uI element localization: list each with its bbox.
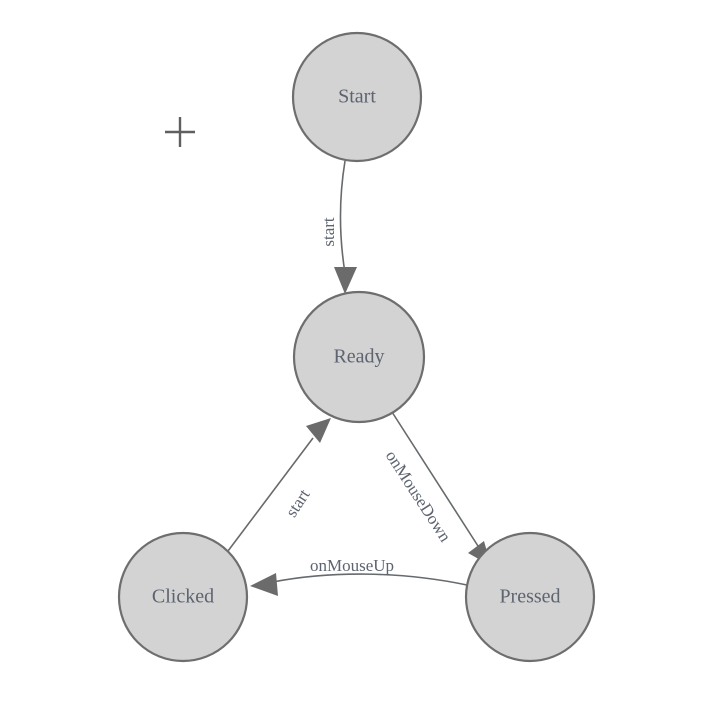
edge-start-to-ready-path <box>339 160 346 274</box>
node-clicked-circle[interactable] <box>117 531 249 663</box>
edge-ready-to-pressed[interactable]: onMouseDown <box>382 411 491 566</box>
edge-start-to-ready[interactable]: start <box>319 160 357 294</box>
edge-label-start-to-ready: start <box>319 217 338 247</box>
edge-pressed-to-clicked-arrowhead <box>250 573 278 596</box>
node-ready[interactable]: Ready <box>292 290 426 424</box>
edge-ready-to-pressed-path <box>391 411 479 547</box>
node-pressed-circle[interactable] <box>464 531 596 663</box>
edge-clicked-to-ready[interactable]: start <box>227 418 331 552</box>
edge-clicked-to-ready-path <box>227 437 314 552</box>
node-clicked[interactable]: Clicked <box>117 531 249 663</box>
edge-label-clicked-to-ready: start <box>282 485 314 520</box>
node-pressed-label: Pressed <box>499 586 560 608</box>
node-start-label: Start <box>338 86 376 108</box>
edge-pressed-to-clicked[interactable]: onMouseUp <box>250 556 468 596</box>
edge-label-ready-to-pressed: onMouseDown <box>382 447 455 546</box>
node-clicked-label: Clicked <box>152 586 214 608</box>
edge-clicked-to-ready-arrowhead <box>306 418 331 443</box>
crosshair-icon <box>165 117 195 147</box>
node-start[interactable]: Start <box>291 31 423 163</box>
node-ready-circle[interactable] <box>292 290 426 424</box>
edge-label-pressed-to-clicked: onMouseUp <box>310 556 394 575</box>
edge-start-to-ready-arrowhead <box>334 267 357 294</box>
node-pressed[interactable]: Pressed <box>464 531 596 663</box>
node-ready-label: Ready <box>333 346 384 368</box>
edge-pressed-to-clicked-path <box>272 573 468 586</box>
node-start-circle[interactable] <box>291 31 423 163</box>
